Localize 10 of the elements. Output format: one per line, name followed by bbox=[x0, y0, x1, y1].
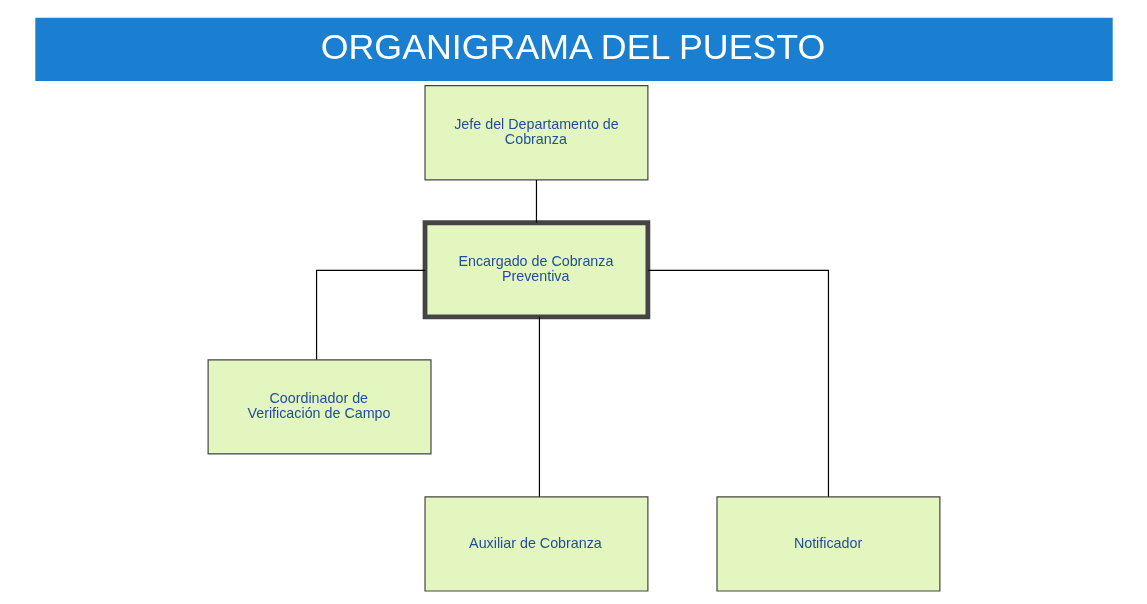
node-box: Encargado de Cobranza Preventiva bbox=[422, 220, 650, 320]
node-box: Auxiliar de Cobranza bbox=[423, 496, 648, 592]
diagram-title: ORGANIGRAMA DEL PUESTO bbox=[320, 26, 825, 67]
connector bbox=[538, 316, 540, 498]
connector bbox=[647, 269, 829, 498]
connector bbox=[535, 179, 537, 224]
node-box: Jefe del Departamento de Cobranza bbox=[423, 85, 648, 181]
connector bbox=[315, 269, 425, 361]
node-box: Coordinador de Verificación de Campo bbox=[207, 359, 432, 455]
node-box: Notificador bbox=[715, 496, 940, 592]
